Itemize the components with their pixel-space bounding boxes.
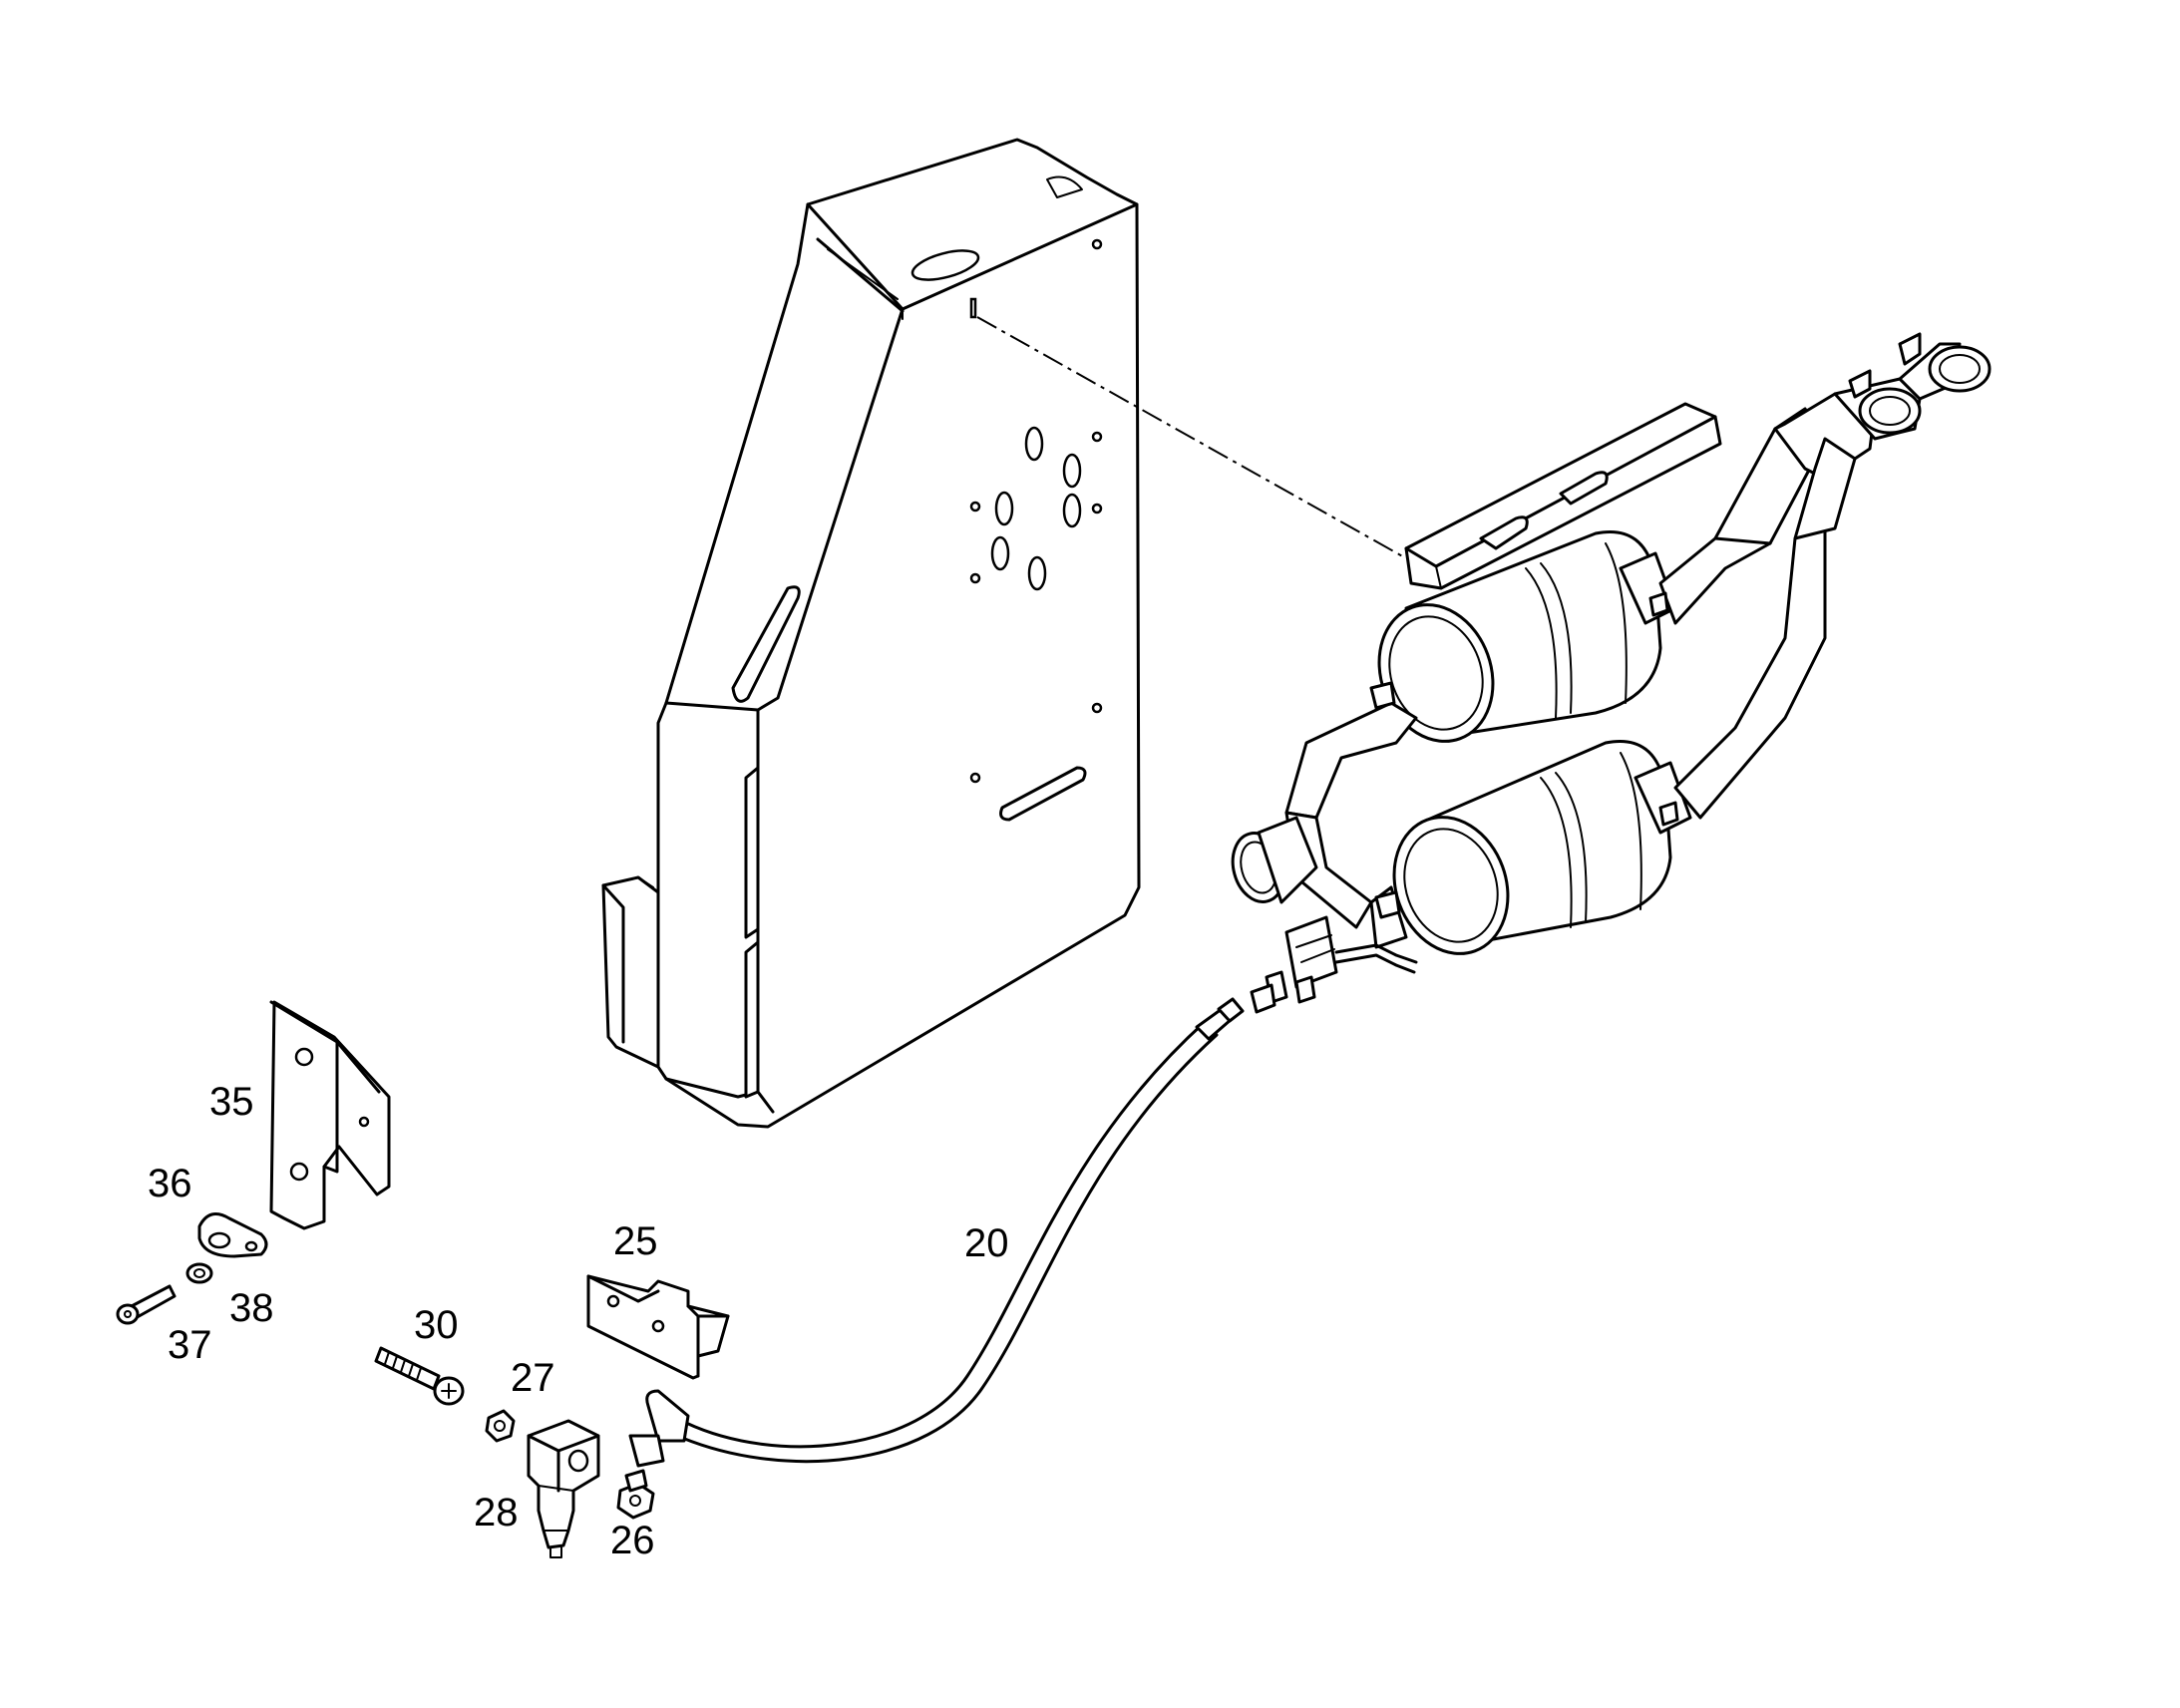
- callout-38: 38: [229, 1286, 274, 1330]
- callout-27: 27: [511, 1356, 555, 1400]
- callout-25: 25: [613, 1219, 658, 1263]
- part-37-screw: [116, 1284, 177, 1325]
- hose-assembly: [628, 997, 1245, 1468]
- callout-20: 20: [964, 1221, 1009, 1265]
- part-38-washer: [185, 1262, 213, 1284]
- callout-26: 26: [610, 1519, 655, 1562]
- callout-37: 37: [168, 1323, 212, 1367]
- part-28-filter: [527, 1419, 600, 1558]
- callout-30: 30: [414, 1303, 459, 1347]
- callout-35: 35: [209, 1080, 254, 1124]
- alignment-line: [976, 316, 1407, 559]
- callout-36: 36: [148, 1162, 192, 1205]
- part-30-bolt: [374, 1346, 465, 1406]
- part-25-plate: [586, 1274, 730, 1380]
- callout-28: 28: [474, 1491, 519, 1535]
- part-35-bracket: [269, 1000, 391, 1230]
- part-36-clamp: [197, 1212, 268, 1258]
- housing-panel: [601, 138, 1141, 1129]
- exhaust-catalyst-assembly: [1231, 332, 1992, 1014]
- part-27-nut: [485, 1409, 516, 1443]
- part-26-fitting: [616, 1469, 655, 1520]
